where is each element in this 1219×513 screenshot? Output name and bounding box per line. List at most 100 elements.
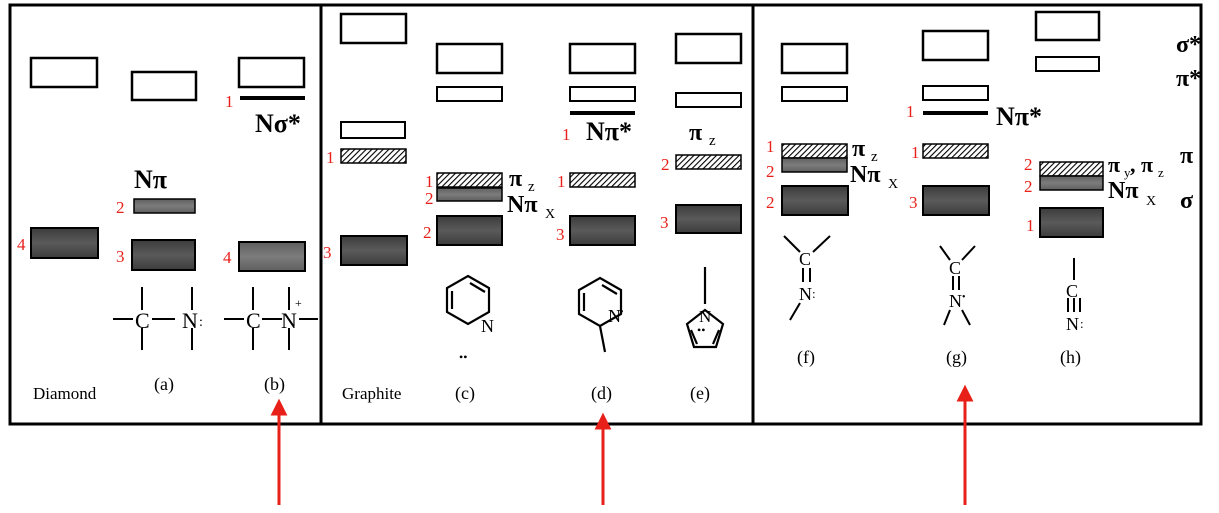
legend-sigma-star: σ* xyxy=(1176,32,1201,58)
level-gray-h xyxy=(1039,175,1104,191)
atom-n-g: N xyxy=(949,291,962,311)
num-1-g: 1 xyxy=(911,143,920,162)
label-n-pi-x-c-sub: X xyxy=(545,207,555,222)
label-h: (h) xyxy=(1060,347,1081,368)
atom-n-e: N xyxy=(699,307,711,326)
level-small-c xyxy=(436,86,503,102)
label-pi-z-h-sub: z xyxy=(1158,165,1164,180)
legend-sigma: σ xyxy=(1180,188,1193,214)
label-n-pi-x-c: Nπ xyxy=(507,192,537,218)
legend-pi: π xyxy=(1180,143,1193,169)
atom-c-h: C xyxy=(1066,281,1078,301)
level-hatched-f xyxy=(781,143,848,159)
level-thin-g xyxy=(923,111,988,115)
atom-n-a: N xyxy=(182,308,198,333)
level-small-graphite xyxy=(340,121,406,139)
level-thin-b xyxy=(240,96,305,100)
label-n-pi: Nπ xyxy=(134,165,167,194)
dot-g: • xyxy=(962,292,966,303)
atom-c-b: C xyxy=(246,308,261,333)
atom-c-f: C xyxy=(799,249,811,269)
level-dark-graphite xyxy=(340,235,408,266)
label-n-pi-star-g: Nπ* xyxy=(996,102,1042,131)
num-2-h-upper: 2 xyxy=(1024,155,1033,174)
structure-c xyxy=(445,274,491,326)
label-e: (e) xyxy=(690,383,710,404)
label-c: (c) xyxy=(455,383,475,404)
level-empty-diamond xyxy=(29,56,99,89)
level-hatched-g xyxy=(922,143,989,159)
label-diamond: Diamond xyxy=(33,384,97,403)
level-empty-graphite xyxy=(339,12,408,45)
level-dark-a xyxy=(131,239,196,271)
label-a: (a) xyxy=(154,374,174,395)
label-d: (d) xyxy=(591,383,612,404)
lonepair-c: •• xyxy=(459,350,467,364)
level-thin-d xyxy=(570,111,635,115)
dot-d: • xyxy=(620,307,624,318)
level-hatched-e xyxy=(675,154,742,170)
label-pi-f: π xyxy=(852,136,865,162)
level-hatched-c xyxy=(436,172,503,188)
label-g: (g) xyxy=(946,347,967,368)
num-1-graphite: 1 xyxy=(326,148,335,167)
label-n-pi-x-f-sub: X xyxy=(888,177,898,192)
label-n-pi-x-h-sub: X xyxy=(1146,194,1156,209)
num-1-d-thin: 1 xyxy=(562,125,571,144)
level-hatched-graphite xyxy=(340,148,407,164)
arrow-g-head xyxy=(956,384,974,402)
structure-h xyxy=(1067,258,1081,312)
label-pi-f-sub: z xyxy=(871,149,878,165)
label-n-pi-x-h: Nπ xyxy=(1108,178,1138,204)
level-small-f xyxy=(781,86,848,102)
label-graphite: Graphite xyxy=(342,384,401,403)
num-1-d: 1 xyxy=(557,172,566,191)
level-empty-a xyxy=(130,70,198,102)
level-empty-c xyxy=(435,42,504,75)
level-empty-h xyxy=(1034,10,1101,42)
label-pi-e-sub: z xyxy=(709,133,716,149)
label-pi-z-h: , π xyxy=(1130,152,1153,177)
level-dark-f xyxy=(781,185,849,216)
level-hatched-d xyxy=(569,172,636,188)
panel-graphite: 1 3 1 2 π z Nπ X 2 1 Nπ* 1 3 π z 2 3 xyxy=(323,12,743,404)
level-empty-e xyxy=(674,32,743,65)
num-4-diamond: 4 xyxy=(17,235,26,254)
label-pi-c-sub: z xyxy=(528,179,535,195)
arrow-b-head xyxy=(270,398,288,416)
num-1-f: 1 xyxy=(766,137,775,156)
label-n-pi-x-f: Nπ xyxy=(850,162,880,188)
red-arrows xyxy=(270,384,974,505)
num-2-c: 2 xyxy=(423,223,432,242)
structure-a xyxy=(113,287,193,350)
num-2-a: 2 xyxy=(116,198,125,217)
lonepair-h: : xyxy=(1080,316,1084,331)
label-f: (f) xyxy=(797,347,815,368)
level-dark-e xyxy=(675,204,742,234)
label-n-sigma-star: Nσ* xyxy=(255,109,301,138)
level-dark-g xyxy=(922,185,990,216)
atom-n-d: N xyxy=(608,306,621,326)
num-3-g: 3 xyxy=(909,193,918,212)
num-1-h: 1 xyxy=(1026,216,1035,235)
num-1-c: 1 xyxy=(425,172,434,191)
num-3-d: 3 xyxy=(556,225,565,244)
num-4-b: 4 xyxy=(223,248,232,267)
num-2-f: 2 xyxy=(766,193,775,212)
level-dark-h xyxy=(1039,207,1104,238)
plus-b: + xyxy=(295,296,302,310)
level-dark-d xyxy=(569,215,636,246)
atom-c-g: C xyxy=(949,258,961,278)
atom-n-c: N xyxy=(481,316,494,336)
level-empty-f xyxy=(780,42,849,75)
level-gray-a xyxy=(133,198,196,214)
level-gray-c xyxy=(436,187,503,202)
lonepair-a: : xyxy=(199,315,203,330)
num-2-c-upper: 2 xyxy=(425,189,434,208)
structure-g xyxy=(939,245,976,326)
lonepair-e: •• xyxy=(697,323,705,337)
num-3-graphite: 3 xyxy=(323,243,332,262)
level-dark-b xyxy=(238,241,306,272)
